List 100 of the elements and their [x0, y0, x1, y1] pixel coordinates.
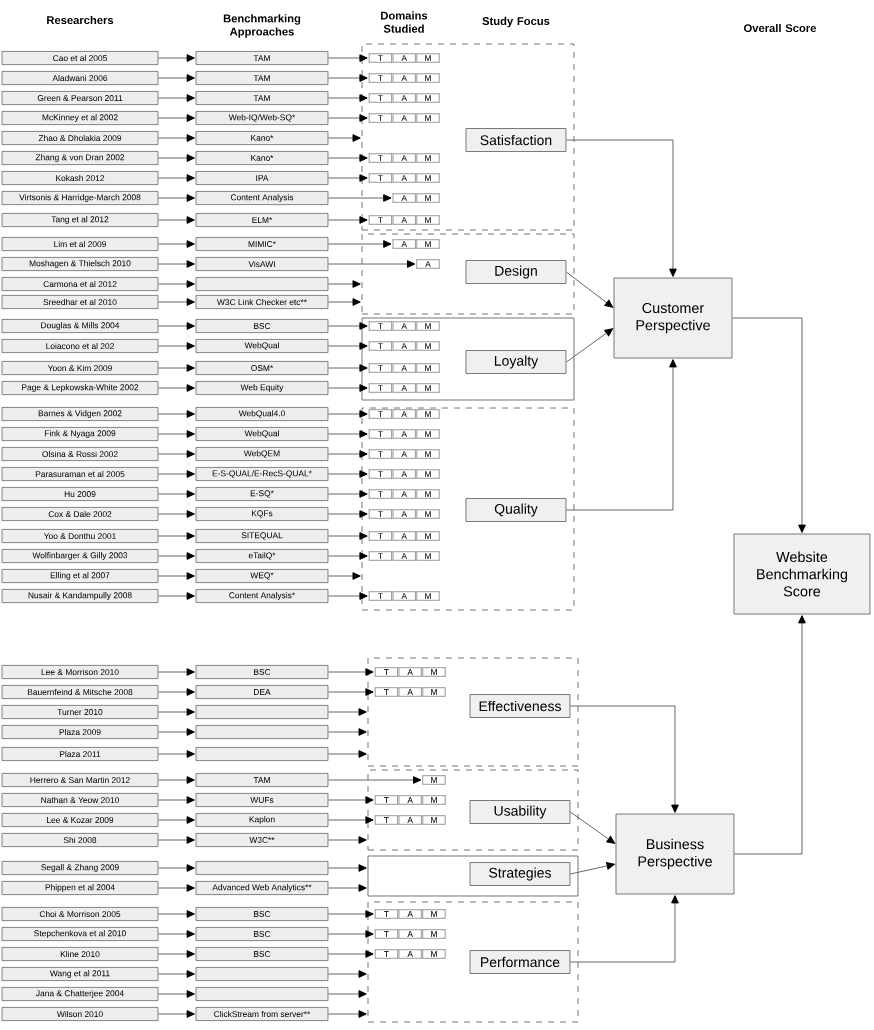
arrow [327, 592, 368, 600]
arrow [327, 74, 368, 82]
arrow [157, 910, 195, 918]
arrow [157, 134, 195, 142]
arrow [565, 328, 614, 363]
arrow [327, 796, 374, 804]
arrow [569, 811, 616, 844]
group-frame [361, 317, 575, 401]
approach-box [195, 967, 329, 981]
group-frame [367, 901, 579, 1023]
arrow [157, 930, 195, 938]
arrow [157, 410, 195, 418]
arrow [157, 688, 195, 696]
arrow [569, 895, 679, 963]
arrow [565, 271, 614, 308]
arrow [157, 884, 195, 892]
arrow [731, 317, 806, 533]
arrow [157, 728, 195, 736]
arrow [157, 194, 195, 202]
arrow [327, 552, 368, 560]
arrow [157, 990, 195, 998]
arrow [157, 342, 195, 350]
arrow [327, 216, 368, 224]
arrow [157, 430, 195, 438]
arrow [327, 94, 368, 102]
arrow [157, 864, 195, 872]
arrow [157, 970, 195, 978]
arrow [157, 384, 195, 392]
arrow [157, 708, 195, 716]
arrow [569, 705, 679, 813]
arrow [327, 490, 368, 498]
arrow [327, 668, 374, 676]
arrow [327, 410, 368, 418]
arrow [157, 240, 195, 248]
arrow [327, 450, 368, 458]
arrow [157, 364, 195, 372]
arrow [157, 532, 195, 540]
group-frame [367, 657, 579, 767]
arrow [327, 776, 422, 784]
arrow [157, 54, 195, 62]
approach-box [195, 747, 329, 761]
arrow [327, 836, 367, 844]
arrow [157, 298, 195, 306]
arrow [327, 728, 367, 736]
arrow [157, 260, 195, 268]
arrow [157, 450, 195, 458]
arrow [327, 708, 367, 716]
group-frame [367, 769, 579, 851]
arrow [157, 322, 195, 330]
arrow [569, 862, 615, 875]
group-frame [361, 43, 575, 231]
arrow [157, 950, 195, 958]
arrow [327, 260, 416, 268]
arrow [327, 970, 367, 978]
arrow [327, 134, 361, 142]
approach-box [195, 277, 329, 291]
arrow [733, 615, 806, 855]
arrow [327, 510, 368, 518]
arrow [327, 572, 361, 580]
arrow [327, 470, 368, 478]
arrow [327, 194, 392, 202]
arrow [327, 816, 374, 824]
approach-box [195, 725, 329, 739]
arrow [327, 430, 368, 438]
arrow [157, 174, 195, 182]
approach-box [195, 987, 329, 1001]
arrow [327, 154, 368, 162]
arrow [157, 750, 195, 758]
approach-box [195, 705, 329, 719]
arrow [157, 470, 195, 478]
group-frame [361, 233, 575, 315]
arrow [157, 796, 195, 804]
approach-box [195, 861, 329, 875]
arrow [327, 54, 368, 62]
arrow [157, 776, 195, 784]
arrow [157, 280, 195, 288]
arrow [327, 1010, 367, 1018]
arrow [157, 74, 195, 82]
arrow [157, 510, 195, 518]
arrow [327, 950, 374, 958]
arrow [157, 816, 195, 824]
arrow [565, 139, 677, 277]
arrow [157, 94, 195, 102]
arrow [327, 384, 368, 392]
arrow [327, 910, 374, 918]
arrow [157, 592, 195, 600]
arrow [327, 884, 367, 892]
arrow [157, 668, 195, 676]
group-frame [361, 407, 575, 611]
arrow [327, 322, 368, 330]
arrow [157, 154, 195, 162]
arrow [327, 864, 367, 872]
group-frame [367, 855, 579, 897]
arrow [157, 490, 195, 498]
arrow [327, 280, 361, 288]
arrow [157, 552, 195, 560]
arrow [157, 572, 195, 580]
arrow [327, 298, 361, 306]
arrow [327, 532, 368, 540]
arrow [327, 990, 367, 998]
